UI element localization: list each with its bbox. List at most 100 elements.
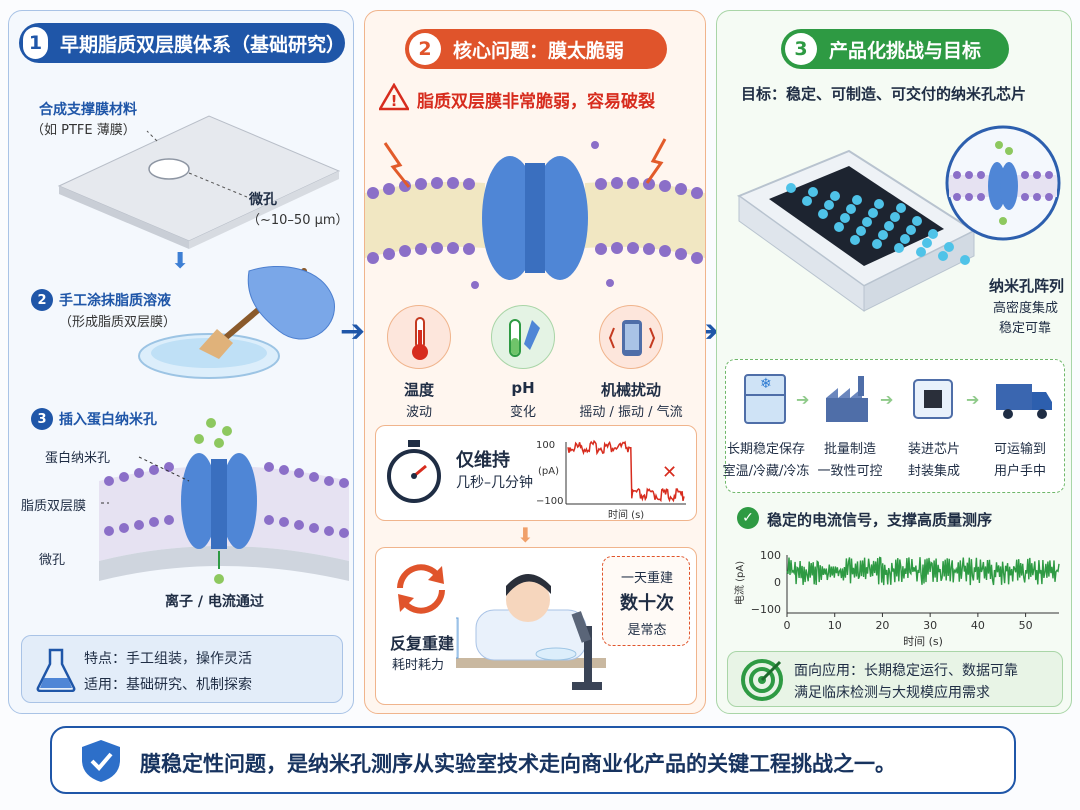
step-ship-sub: 用户手中: [993, 464, 1046, 479]
nanopore-dot: [850, 235, 860, 245]
nanopore-dot: [878, 230, 888, 240]
step3-title: 插入蛋白纳米孔: [59, 412, 157, 428]
nanopore-dot: [872, 239, 882, 249]
ion-flow-label: 离子 / 电流通过: [165, 594, 264, 610]
nanopore-dot: [890, 212, 900, 222]
array-sub1: 高密度集成: [993, 301, 1059, 316]
nanopore-dot: [818, 209, 828, 219]
panel2-badge: 2: [409, 33, 441, 65]
nanopore-chip-illustration: [736, 149, 977, 312]
down-arrow-icon: ⬇: [517, 523, 534, 547]
panel-early-bilayer: 1 早期脂质双层膜体系（基础研究） 合成支撑膜材料 （如 PTFE 薄膜） 微孔…: [8, 10, 354, 714]
arrow-right-icon: ➔: [340, 314, 366, 349]
production-chain: ❄ ➔ ➔ ➔ 长期稳定保存 室温/冷藏/冷冻 批量制造 一致性可控 装进芯片 …: [722, 359, 1065, 493]
x-tick-label: 40: [971, 619, 985, 632]
broken-membrane-illustration: [365, 138, 705, 289]
panel2-title: 核心问题：膜太脆弱: [453, 39, 625, 62]
x-axis-label: 时间 (s): [903, 635, 943, 648]
panel-productization: 3 产品化挑战与目标 目标：稳定、可制造、可交付的纳米孔芯片 纳米孔阵列 高密度…: [716, 10, 1072, 714]
nanopore-dot: [912, 216, 922, 226]
bubble-line1: 一天重建: [620, 571, 673, 586]
y-tick-label: 100: [760, 549, 781, 562]
warning-text: 脂质双层膜非常脆弱，容易破裂: [417, 92, 655, 112]
lipid-brush-illustration: [138, 265, 335, 379]
duration-sub: 几秒–几分钟: [456, 475, 533, 491]
goal-text: 目标：稳定、可制造、可交付的纳米孔芯片: [741, 85, 1027, 103]
support-material-sub: （如 PTFE 薄膜）: [31, 123, 136, 138]
chain-arrow-icon: ➔: [966, 390, 980, 409]
target-icon: [740, 658, 784, 702]
flask-icon: [36, 648, 76, 692]
signal-title: 稳定的电流信号，支撑高质量测序: [767, 511, 993, 529]
nanopore-dot: [894, 243, 904, 253]
y-tick-label: 0: [774, 576, 781, 589]
step-storage-sub: 室温/冷藏/冷冻: [722, 464, 810, 479]
trace-fail-mark: ✕: [662, 462, 677, 483]
chip-package-icon: [910, 374, 956, 424]
y-axis-label: 电流 (pA): [733, 561, 746, 605]
svg-text:!: !: [391, 92, 398, 110]
nanopore-array-dots: [786, 183, 970, 265]
panel3-title: 产品化挑战与目标: [829, 39, 982, 62]
nanopore-dot: [856, 226, 866, 236]
nanopore-dot: [802, 196, 812, 206]
shield-check-icon: [80, 738, 122, 784]
step-package-sub: 封装集成: [907, 464, 960, 479]
fridge-icon: ❄: [744, 374, 786, 424]
nanopore-dot: [896, 203, 906, 213]
nanopore-dot: [874, 199, 884, 209]
bubble-line2: 数十次: [620, 593, 674, 614]
panel1-header: 1 早期脂质双层膜体系（基础研究）: [19, 23, 345, 63]
nanopore-dot: [900, 234, 910, 244]
step-manufacture-title: 批量制造: [823, 442, 876, 457]
panel1-badge: 1: [23, 27, 48, 59]
phone-shake-icon: [599, 305, 663, 369]
usage-text: 适用：基础研究、机制探索: [84, 677, 252, 693]
nanopore-dot: [938, 251, 948, 261]
step-ship-title: 可运输到: [993, 442, 1046, 457]
factor-mechanical-sub: 摇动 / 振动 / 气流: [579, 405, 683, 420]
feature-box: 特点：手工组装，操作灵活 适用：基础研究、机制探索: [21, 635, 343, 703]
nanopore-dot: [830, 191, 840, 201]
support-membrane-illustration: [57, 115, 341, 249]
step2-number: 2: [31, 289, 53, 311]
down-arrow-icon: ⬇: [171, 249, 190, 274]
test-tube-icon: [491, 305, 555, 369]
stopwatch-icon: [384, 438, 444, 504]
step-storage-title: 长期稳定保存: [726, 442, 805, 457]
rebuild-title: 反复重建: [390, 634, 455, 653]
trace-y-label: (pA): [538, 466, 559, 477]
nanopore-dot: [862, 217, 872, 227]
tired-scientist-illustration: [456, 574, 606, 668]
footer-banner: 膜稳定性问题，是纳米孔测序从实验室技术走向商业化产品的关键工程挑战之一。: [50, 726, 1016, 794]
bilayer-nanopore-illustration: [99, 418, 349, 584]
nanopore-dot: [824, 200, 834, 210]
chain-arrow-icon: ➔: [796, 390, 810, 409]
footer-text: 膜稳定性问题，是纳米孔测序从实验室技术走向商业化产品的关键工程挑战之一。: [140, 752, 896, 776]
nanopore-dot: [916, 247, 926, 257]
chain-arrow-icon: ➔: [880, 390, 894, 409]
feature-text: 特点：手工组装，操作灵活: [84, 651, 252, 667]
rebuild-box: 反复重建 耗时耗力 一天重建 数十次 是常态: [375, 547, 697, 705]
bubble-line3: 是常态: [627, 623, 667, 638]
panel-core-problem: 2 核心问题：膜太脆弱 ! 脂质双层膜非常脆弱，容易破裂 温度 波动 pH 变化…: [364, 10, 706, 714]
stable-signal-line: [786, 556, 1060, 586]
nanopore-dot: [960, 255, 970, 265]
nanopore-dot: [840, 213, 850, 223]
factory-icon: [824, 374, 870, 424]
thermometer-icon: [387, 305, 451, 369]
check-icon: ✓: [737, 507, 759, 529]
panel3-header: 3 产品化挑战与目标: [781, 29, 1009, 69]
step2-sub: （形成脂质双层膜）: [59, 315, 177, 330]
nanopore-zoom-icon: [945, 125, 1061, 241]
duration-title: 仅维持: [456, 450, 510, 471]
nanopore-dot: [808, 187, 818, 197]
step-manufacture-sub: 一致性可控: [817, 464, 883, 479]
panel1-title: 早期脂质双层膜体系（基础研究）: [59, 33, 345, 56]
rebuild-bubble: 一天重建 数十次 是常态: [602, 556, 690, 646]
nanopore-dot: [906, 225, 916, 235]
micro-pore-label-2: 微孔: [39, 553, 66, 568]
support-material-label: 合成支撑膜材料: [39, 102, 137, 118]
nanopore-dot: [852, 195, 862, 205]
nanopore-dot: [846, 204, 856, 214]
